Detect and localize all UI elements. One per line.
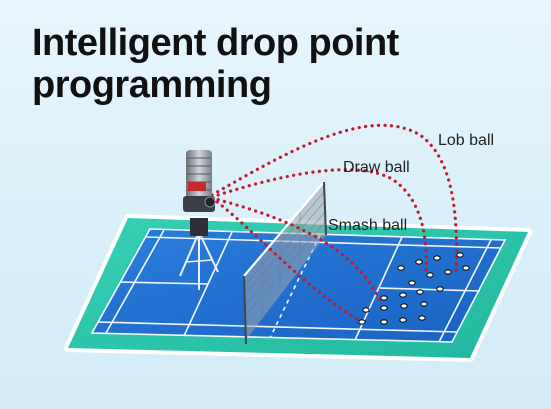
page-title: Intelligent drop point programming [32,22,399,106]
lob-ball-label: Lob ball [438,132,494,149]
trajectories [210,123,459,324]
tripod-stand-icon [179,218,219,290]
court-surface [92,229,505,342]
title-line-2: programming [32,64,272,106]
drop-points [358,252,470,325]
smash-trajectory-1 [210,196,382,302]
title-line-1: Intelligent drop point [32,22,399,64]
court-lines [90,228,507,343]
shuttlecock-launcher-icon [183,150,216,212]
draw-ball-label: Draw ball [343,159,410,176]
draw-trajectory [210,168,428,272]
smash-ball-label: Smash ball [328,217,407,234]
smash-trajectory-2 [210,196,364,324]
lob-trajectory [210,123,459,274]
net-icon [243,181,327,345]
